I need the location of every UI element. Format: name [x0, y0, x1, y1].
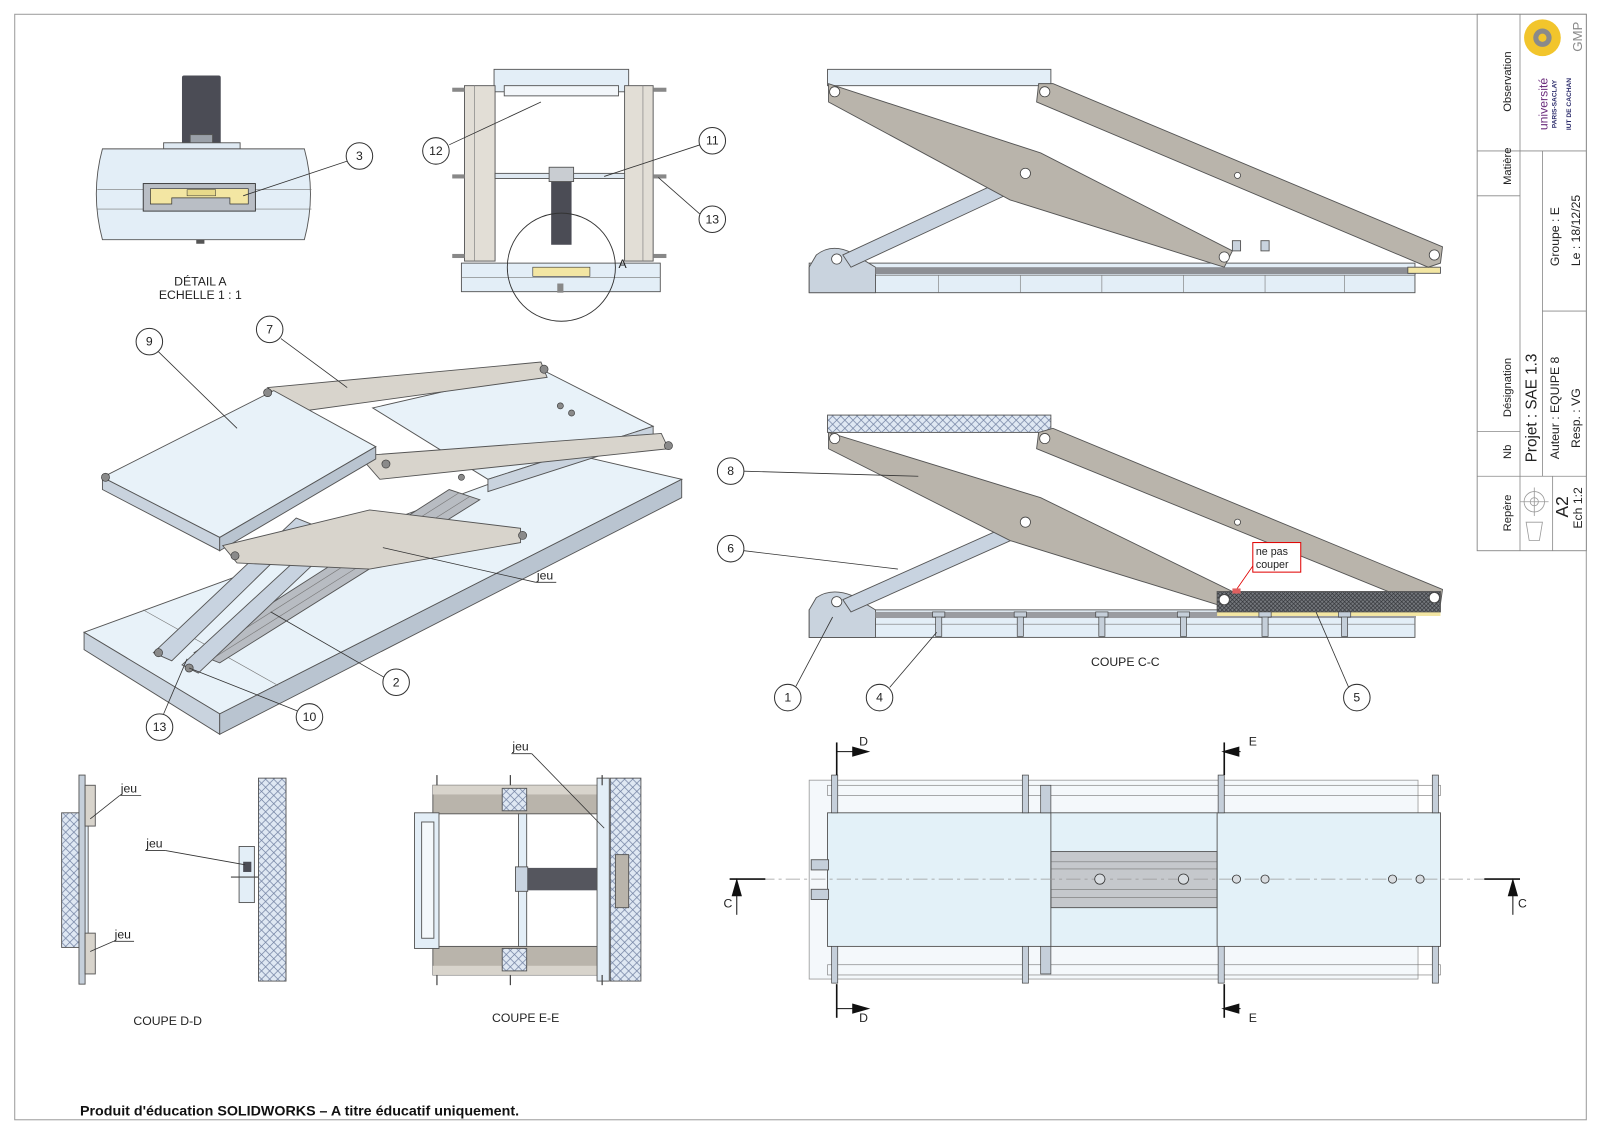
- section-cc-view: ne pas couper COUPE C-C: [808, 414, 1444, 669]
- marker-e-top: E: [1249, 735, 1257, 749]
- balloon-8-number: 8: [727, 464, 734, 478]
- balloon-4-number: 4: [876, 691, 883, 705]
- isometric-view: jeu: [83, 361, 684, 736]
- balloon-6: 6: [716, 534, 745, 563]
- ee-jeu-label: jeu: [511, 740, 528, 754]
- dd-jeu-bottom: jeu: [114, 927, 131, 941]
- project-responsible: Resp. : VG: [1569, 388, 1583, 448]
- balloon-13-front-number: 13: [705, 212, 719, 226]
- balloon-2: 2: [382, 668, 410, 697]
- sheet-border: [14, 13, 1587, 1121]
- educational-watermark: Produit d'éducation SOLIDWORKS – A titre…: [80, 1104, 519, 1120]
- balloon-13-iso: 13: [145, 713, 174, 741]
- iso-jeu-label: jeu: [536, 568, 553, 582]
- logo-iut-cachan: IUT DE CACHAN: [1566, 78, 1573, 130]
- marker-e-bottom: E: [1249, 1011, 1257, 1025]
- balloon-2-number: 2: [393, 675, 400, 689]
- detail-a-scale: ECHELLE 1 : 1: [159, 288, 242, 302]
- section-dd-view: jeu jeu jeu COUPE D-D: [61, 774, 287, 1028]
- top-view: D D E E C C: [724, 735, 1527, 1025]
- front-view-bolts: [452, 87, 667, 259]
- balloon-6-number: 6: [727, 542, 734, 556]
- header-designation: Désignation: [1502, 358, 1514, 417]
- section-cc-title: COUPE C-C: [1091, 655, 1160, 669]
- section-ee-title: COUPE E-E: [492, 1011, 559, 1025]
- project-group: Groupe : E: [1548, 207, 1562, 266]
- header-observation: Observation: [1502, 51, 1514, 111]
- balloon-11-number: 11: [706, 134, 719, 148]
- university-logo: université PARIS-SACLAY IUT DE CACHAN GM…: [1524, 19, 1585, 130]
- note-line-1: ne pas: [1256, 546, 1288, 558]
- balloon-12-number: 12: [429, 144, 443, 158]
- detail-a-marker: A: [618, 257, 627, 271]
- section-dd-title: COUPE D-D: [133, 1014, 202, 1028]
- project-author: Auteur : EQUIPE 8: [1548, 356, 1562, 459]
- marker-c-right: C: [1518, 897, 1527, 911]
- sheet-scale: Ech 1:2: [1571, 487, 1585, 529]
- detail-a-title: DÉTAIL A: [174, 274, 227, 289]
- balloon-10: 10: [295, 703, 324, 731]
- project-date: Le : 18/12/25: [1569, 195, 1583, 267]
- balloon-9-number: 9: [146, 335, 153, 349]
- balloon-8: 8: [716, 457, 745, 485]
- top-view-bolts: [831, 774, 1439, 984]
- balloon-5: 5: [1343, 683, 1371, 712]
- balloon-5-number: 5: [1353, 691, 1360, 705]
- detail-a-view: DÉTAIL A ECHELLE 1 : 1: [95, 75, 312, 302]
- dd-jeu-top: jeu: [120, 781, 137, 795]
- side-view: [808, 68, 1443, 294]
- logo-paris-saclay: PARIS-SACLAY: [1552, 79, 1559, 128]
- balloon-9: 9: [135, 327, 164, 356]
- balloon-7: 7: [255, 315, 284, 344]
- note-line-2: couper: [1256, 559, 1289, 571]
- marker-d-bottom: D: [859, 1011, 868, 1025]
- balloon-13-iso-number: 13: [153, 720, 167, 734]
- logo-university: université: [1537, 78, 1551, 130]
- section-cc-bolts: [932, 611, 1352, 637]
- balloon-12: 12: [422, 137, 450, 165]
- balloon-leaders: [158, 101, 1350, 715]
- header-matiere: Matière: [1502, 148, 1514, 185]
- project-name: Projet : SAE 1.3: [1523, 354, 1540, 463]
- sheet-format: A2: [1552, 496, 1572, 517]
- balloon-3: 3: [345, 142, 374, 170]
- logo-gmp: GMP: [1570, 21, 1585, 51]
- balloon-13-front: 13: [698, 205, 727, 234]
- balloon-3-number: 3: [356, 149, 363, 163]
- dd-jeu-middle: jeu: [145, 836, 162, 850]
- detail-a-circle: [506, 212, 616, 322]
- balloon-11: 11: [698, 126, 727, 155]
- balloon-1: 1: [773, 683, 802, 712]
- title-block: Observation Matière Désignation Nb Repèr…: [1476, 13, 1587, 552]
- balloon-10-number: 10: [303, 710, 317, 724]
- part-5-hatched: [1216, 591, 1441, 613]
- balloon-7-number: 7: [266, 322, 273, 336]
- balloon-1-number: 1: [784, 691, 791, 705]
- front-view: A: [452, 68, 667, 322]
- note-ne-pas-couper: ne pas couper: [1232, 542, 1302, 594]
- balloon-4: 4: [865, 683, 894, 712]
- projection-symbol: [1520, 487, 1549, 541]
- marker-c-left: C: [724, 897, 733, 911]
- marker-d-top: D: [859, 735, 868, 749]
- section-ee-view: jeu COUPE E-E: [414, 740, 642, 1025]
- header-repere: Repère: [1502, 495, 1514, 532]
- header-nb: Nb: [1502, 445, 1514, 459]
